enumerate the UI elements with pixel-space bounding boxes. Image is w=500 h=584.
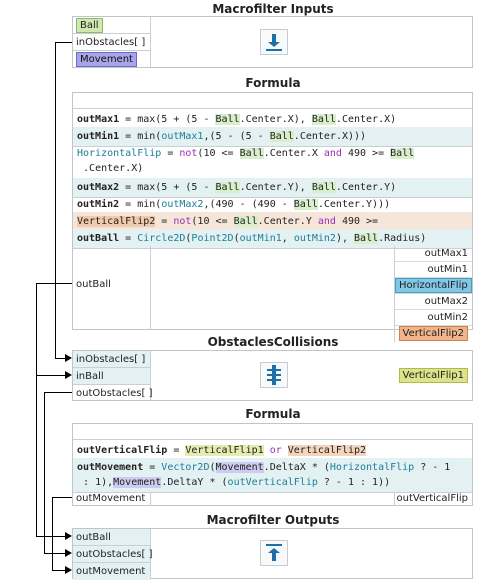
output-outmax2[interactable]: outMax2 [395,294,472,310]
formula2-block[interactable]: outVerticalFlip = VerticalFlip1 or Verti… [72,423,473,506]
macro-inputs-block[interactable]: Ball inObstacles[ ] Movement [72,16,473,68]
collisions-title: ObstaclesCollisions [207,335,339,349]
ball-tag: Ball [76,18,103,33]
macro-out-ball-label: outBall [76,532,111,543]
output-outmin1[interactable]: outMin1 [395,262,472,278]
collisions-in-obstacles-row[interactable]: inObstacles[ ] [73,351,150,368]
filter-stack-icon[interactable] [260,362,288,388]
formula1-line-outball[interactable]: outBall = Circle2D(Point2D(outMin1, outM… [73,229,472,249]
formula2-out-movement-label: outMovement [76,493,146,504]
macro-inputs-pin-column [73,17,151,67]
formula2-header-row [73,424,472,440]
formula2-title: Formula [245,407,301,421]
macro-outputs-pin-column [73,529,151,578]
macro-outputs-title: Macrofilter Outputs [206,513,340,527]
formula1-outputs-list: outMax1 outMin1 HorizontalFlip outMax2 o… [394,246,472,342]
collisions-in-ball-label: inBall [76,371,104,382]
formula1-output-pin[interactable]: outBall [73,246,151,329]
formula2-out-verticalflip-label: outVerticalFlip [396,493,468,504]
output-verticalflip2[interactable]: VerticalFlip2 [395,326,472,342]
formula1-out-ball-label: outBall [76,279,111,290]
formula2-line-outmovement[interactable]: outMovement = Vector2D(Movement.DeltaX *… [73,458,472,493]
formula2-output-row[interactable]: outMovement outVerticalFlip [73,492,472,506]
output-out-obstacles-row[interactable]: outObstacles[ ] [73,546,153,563]
macro-outputs-block[interactable]: outBall outObstacles[ ] outMovement [72,528,473,580]
collisions-in-ball-row[interactable]: inBall [73,368,150,385]
collisions-out-obstacles-label: outObstacles[ ] [76,388,153,399]
horizontalflip-tag: HorizontalFlip [395,278,472,293]
input-ball-row[interactable]: Ball [73,17,150,34]
download-arrow-icon[interactable] [260,29,288,55]
formula1-line-outmin1[interactable]: outMin1 = min(outMax1,(5 - (5 - Ball.Cen… [73,127,472,147]
collisions-in-obstacles-label: inObstacles[ ] [76,354,146,365]
output-out-ball-row[interactable]: outBall [73,529,150,546]
output-outmin2[interactable]: outMin2 [395,310,472,326]
formula1-header-row [73,93,472,109]
formula1-line-outmax2[interactable]: outMax2 = max(5 + (5 - Ball.Center.Y), B… [73,178,472,198]
verticalflip2-tag: VerticalFlip2 [398,326,468,341]
input-in-obstacles-row[interactable]: inObstacles[ ] [73,34,150,51]
output-horizontalflip[interactable]: HorizontalFlip [395,278,472,294]
collisions-pin-column [73,351,151,400]
formula1-title: Formula [245,76,301,90]
in-obstacles-label: inObstacles[ ] [76,37,146,48]
formula1-block[interactable]: outMax1 = max(5 + (5 - Ball.Center.X), B… [72,92,473,342]
verticalflip1-tag: VerticalFlip1 [398,368,468,383]
input-movement-row[interactable]: Movement [73,51,150,68]
macro-out-movement-label: outMovement [76,566,146,577]
formula1-line-horizontalflip[interactable]: HorizontalFlip = not(10 <= Ball.Center.X… [73,144,472,179]
collisions-out-obstacles-row[interactable]: outObstacles[ ] [73,385,153,402]
collisions-verticalflip1[interactable]: VerticalFlip1 [398,368,468,383]
output-outmax1[interactable]: outMax1 [395,246,472,262]
macro-out-obstacles-label: outObstacles[ ] [76,549,153,560]
macro-inputs-title: Macrofilter Inputs [212,2,334,16]
collisions-block[interactable]: inObstacles[ ] inBall outObstacles[ ] Ve… [72,350,473,401]
output-out-movement-row[interactable]: outMovement [73,563,150,580]
upload-arrow-icon[interactable] [260,540,288,566]
movement-tag: Movement [76,52,137,67]
